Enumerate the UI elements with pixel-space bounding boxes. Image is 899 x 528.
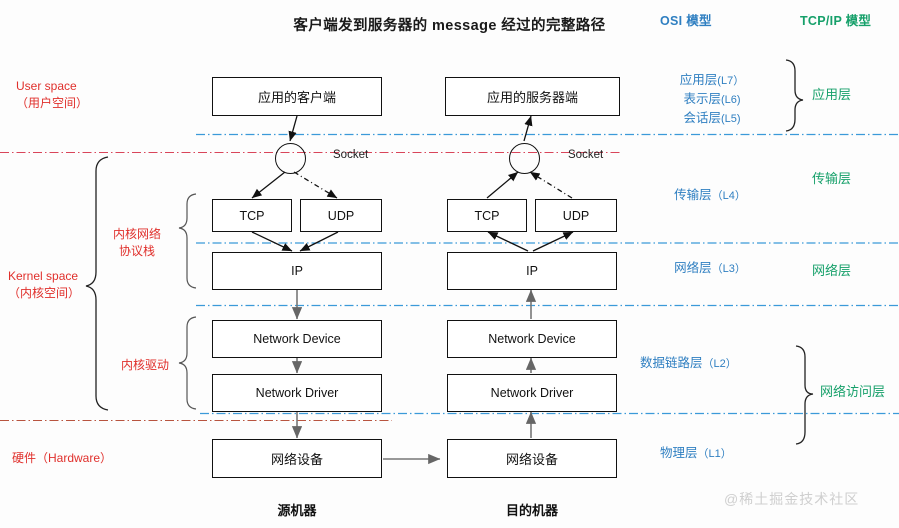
osi-layer-transport-cn: 传输层: [674, 188, 712, 202]
osi-layer-presentation-cn: 表示层: [683, 92, 721, 106]
osi-layer-transport-level: （L4）: [711, 190, 746, 202]
source-machine-label: 源机器: [277, 503, 317, 518]
box-app-client[interactable]: 应用的客户端: [212, 77, 382, 116]
osi-layer-network: 网络层（L3）: [640, 259, 780, 278]
box-network-driver-dest[interactable]: Network Driver: [447, 374, 617, 412]
socket-label-dest: Socket: [568, 149, 604, 161]
osi-layer-datalink: 数据链路层（L2）: [640, 354, 790, 373]
box-network-driver-source[interactable]: Network Driver: [212, 374, 382, 412]
arrow-ip-to-udp: [532, 231, 574, 252]
arrow-ip-to-tcp: [487, 231, 529, 252]
tcpip-layer-network-access: 网络访问层: [820, 384, 886, 399]
arrow-socket-to-udp: [293, 171, 338, 199]
box-hardware-nic-dest[interactable]: 网络设备: [447, 439, 617, 478]
box-tcp-source[interactable]: TCP: [212, 199, 292, 232]
arrow-udp-to-ip: [299, 231, 339, 252]
box-udp-dest[interactable]: UDP: [535, 199, 617, 232]
brace-tcpip-network-access: [795, 345, 814, 445]
arrow-socket-to-appserver: [523, 115, 533, 142]
tcpip-layer-application: 应用层: [812, 87, 852, 102]
box-app-server[interactable]: 应用的服务器端: [445, 77, 620, 116]
kernel-driver-label: 内核驱动: [120, 358, 169, 372]
brace-tcpip-application: [785, 59, 804, 132]
osi-column-header: OSI 模型: [660, 14, 712, 28]
osi-layer-presentation-level: (L6): [720, 94, 741, 106]
arrow-appclient-to-socket: [288, 115, 298, 142]
kernel-space-label: Kernel space （内核空间）: [8, 268, 80, 303]
user-space-label: User space （用户空间）: [16, 78, 88, 113]
diagram-title: 客户端发到服务器的 message 经过的完整路径: [293, 18, 606, 34]
osi-layer-datalink-level: （L2）: [702, 358, 737, 370]
osi-layer-physical: 物理层（L1）: [660, 444, 810, 463]
box-tcp-dest[interactable]: TCP: [447, 199, 527, 232]
kernel-net-stack-line1: 内核网络: [112, 227, 161, 241]
osi-layer-presentation: 表示层(L6): [652, 90, 772, 109]
tcpip-column-header: TCP/IP 模型: [800, 14, 872, 28]
osi-layer-session-cn: 会话层: [683, 111, 721, 125]
osi-layer-network-cn: 网络层: [674, 261, 712, 275]
osi-layer-session-level: (L5): [720, 113, 741, 125]
osi-layer-transport: 传输层（L4）: [640, 186, 780, 205]
osi-layer-datalink-cn: 数据链路层: [640, 356, 703, 370]
dest-machine-label: 目的机器: [505, 503, 558, 518]
osi-layer-network-level: （L3）: [711, 263, 746, 275]
osi-layer-session: 会话层(L5): [652, 109, 772, 128]
tcpip-layer-transport: 传输层: [812, 171, 852, 186]
tcpip-layer-internet: 网络层: [812, 263, 852, 278]
osi-layer-application: 应用层(L7）: [652, 71, 772, 90]
box-network-device-source[interactable]: Network Device: [212, 320, 382, 358]
box-network-device-dest[interactable]: Network Device: [447, 320, 617, 358]
box-ip-source[interactable]: IP: [212, 252, 382, 290]
osi-layer-application-level: (L7）: [717, 75, 745, 87]
kernel-net-stack-line2: 协议栈: [118, 244, 155, 259]
osi-layer-physical-level: （L1）: [697, 448, 732, 460]
kernel-space-label-en: Kernel space: [8, 269, 79, 283]
user-space-label-cn: （用户空间）: [16, 96, 89, 111]
kernel-net-stack-label: 内核网络 协议栈: [96, 226, 178, 261]
arrow-socket-to-tcp: [251, 171, 286, 199]
socket-label-source: Socket: [333, 149, 369, 161]
socket-circle-source[interactable]: [275, 143, 306, 174]
osi-layer-application-cn: 应用层: [679, 73, 718, 87]
box-udp-source[interactable]: UDP: [300, 199, 382, 232]
box-hardware-nic-source[interactable]: 网络设备: [212, 439, 382, 478]
user-space-label-en: User space: [16, 79, 77, 93]
brace-kernel-net-stack: [178, 193, 197, 289]
arrow-udp-to-socket: [529, 171, 573, 199]
osi-layer-physical-cn: 物理层: [660, 446, 698, 460]
box-ip-dest[interactable]: IP: [447, 252, 617, 290]
socket-circle-dest[interactable]: [509, 143, 540, 174]
arrow-tcp-to-socket: [486, 171, 519, 199]
watermark: @稀土掘金技术社区: [724, 491, 860, 507]
hardware-label: 硬件（Hardware）: [12, 451, 113, 465]
kernel-space-label-cn: （内核空间）: [8, 286, 81, 301]
arrow-tcp-to-ip: [251, 231, 293, 252]
